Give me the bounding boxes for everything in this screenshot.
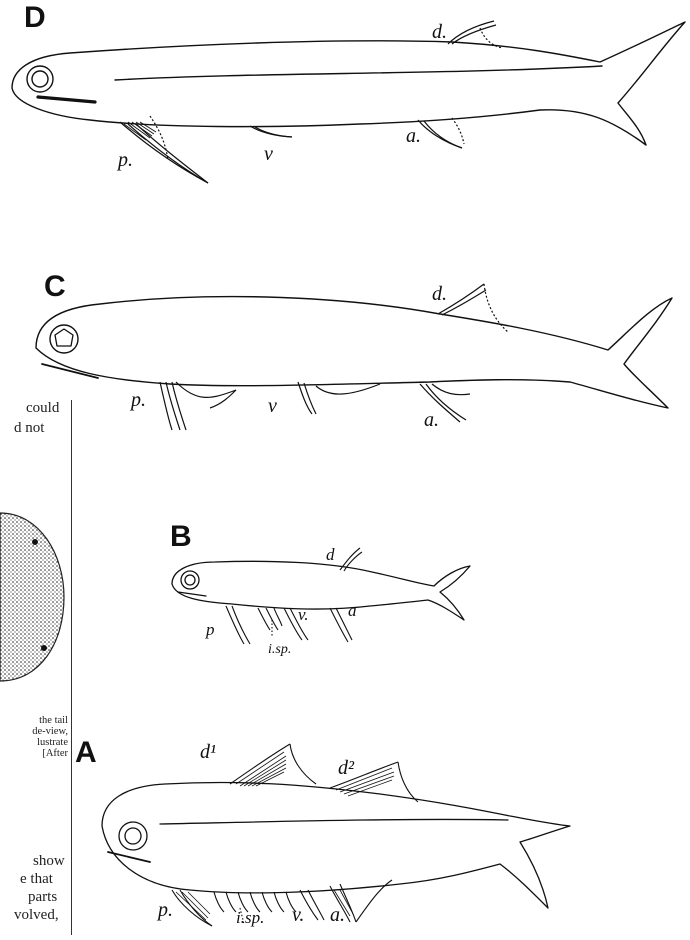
label-anal-fin-c: a. — [424, 410, 439, 430]
label-ventral-fin-a: v. — [292, 905, 304, 925]
label-pectoral-fin-b: p — [206, 620, 215, 640]
label-anal-fin-b: a — [348, 601, 357, 621]
label-anal-fin-a: a. — [330, 905, 345, 925]
fish-drawing-c — [0, 260, 690, 440]
label-dorsal-fin-c: d. — [432, 284, 447, 304]
caption-fragment: de-view, — [14, 726, 68, 737]
fish-drawing-b — [0, 540, 690, 650]
label-pectoral-fin-c: p. — [131, 390, 146, 410]
label-intermediate-spines-b: i.sp. — [268, 640, 291, 660]
caption-fragment: the tail — [20, 715, 68, 726]
label-anal-fin-d: a. — [406, 126, 421, 146]
label-intermediate-spines-a: i.sp. — [236, 908, 264, 928]
label-second-dorsal-fin-a: d² — [338, 758, 354, 778]
label-dorsal-fin-d: d. — [432, 22, 447, 42]
label-ventral-fin-d: v — [264, 144, 273, 164]
label-ventral-fin-c: v — [268, 396, 277, 416]
label-ventral-fin-b: v. — [298, 605, 309, 625]
label-pectoral-fin-d: p. — [118, 150, 133, 170]
label-pectoral-fin-a: p. — [158, 900, 173, 920]
label-dorsal-fin-b: d — [326, 545, 335, 565]
fish-drawing-d — [0, 0, 690, 200]
label-first-dorsal-fin-a: d¹ — [200, 742, 216, 762]
